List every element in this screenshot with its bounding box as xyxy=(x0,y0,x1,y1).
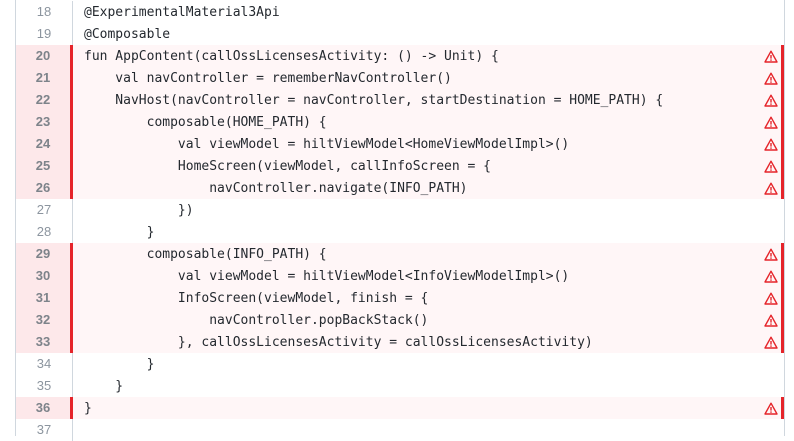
line-number[interactable]: 30 xyxy=(16,265,73,287)
uncovered-code-line: 26 navController.navigate(INFO_PATH) xyxy=(16,177,784,199)
line-number[interactable]: 26 xyxy=(16,177,73,199)
code-text: val viewModel = hiltViewModel<InfoViewMo… xyxy=(84,268,570,284)
coverage-gutter xyxy=(764,419,784,441)
line-number[interactable]: 33 xyxy=(16,331,73,353)
uncovered-code-line: 33 }, callOssLicensesActivity = callOssL… xyxy=(16,331,784,353)
code-text: val viewModel = hiltViewModel<HomeViewMo… xyxy=(84,136,570,152)
line-number[interactable]: 19 xyxy=(16,23,73,45)
warning-icon xyxy=(761,287,784,309)
uncovered-code-line: 24 val viewModel = hiltViewModel<HomeVie… xyxy=(16,133,784,155)
uncovered-code-line: 22 NavHost(navController = navController… xyxy=(16,89,784,111)
coverage-gutter xyxy=(764,23,784,45)
code-text: val navController = rememberNavControlle… xyxy=(84,70,452,86)
uncovered-code-line: 20 fun AppContent(callOssLicensesActivit… xyxy=(16,45,784,67)
uncovered-code-line: 36 } xyxy=(16,397,784,419)
line-number[interactable]: 22 xyxy=(16,89,73,111)
code-text: InfoScreen(viewModel, finish = { xyxy=(84,290,429,306)
warning-icon xyxy=(761,177,784,199)
line-number[interactable]: 27 xyxy=(16,199,73,221)
coverage-gutter xyxy=(764,353,784,375)
coverage-gutter xyxy=(764,1,784,23)
warning-icon xyxy=(761,243,784,265)
warning-icon xyxy=(761,265,784,287)
uncovered-code-line: 21 val navController = rememberNavContro… xyxy=(16,67,784,89)
coverage-gutter xyxy=(764,199,784,221)
uncovered-code-line: 30 val viewModel = hiltViewModel<InfoVie… xyxy=(16,265,784,287)
line-number[interactable]: 35 xyxy=(16,375,73,397)
line-number[interactable]: 29 xyxy=(16,243,73,265)
warning-icon xyxy=(761,89,784,111)
uncovered-code-line: 31 InfoScreen(viewModel, finish = { xyxy=(16,287,784,309)
code-line: 37 xyxy=(16,419,784,441)
code-line: 18 @ExperimentalMaterial3Api xyxy=(16,1,784,23)
warning-icon xyxy=(761,133,784,155)
code-text: composable(HOME_PATH) { xyxy=(84,114,327,130)
code-text: }) xyxy=(84,202,194,218)
code-text: composable(INFO_PATH) { xyxy=(84,246,327,262)
line-number[interactable]: 34 xyxy=(16,353,73,375)
coverage-gutter xyxy=(764,375,784,397)
code-line: 19 @Composable xyxy=(16,23,784,45)
line-number[interactable]: 20 xyxy=(16,45,73,67)
uncovered-code-line: 29 composable(INFO_PATH) { xyxy=(16,243,784,265)
line-number[interactable]: 24 xyxy=(16,133,73,155)
line-number[interactable]: 28 xyxy=(16,221,73,243)
coverage-gutter xyxy=(764,221,784,243)
code-text: NavHost(navController = navController, s… xyxy=(84,92,664,108)
code-text: @ExperimentalMaterial3Api xyxy=(84,4,280,20)
line-number[interactable]: 18 xyxy=(16,1,73,23)
line-number[interactable]: 21 xyxy=(16,67,73,89)
code-line: 34 } xyxy=(16,353,784,375)
warning-icon xyxy=(761,397,784,419)
line-number[interactable]: 37 xyxy=(16,419,73,441)
uncovered-code-line: 32 navController.popBackStack() xyxy=(16,309,784,331)
code-text: } xyxy=(84,224,155,240)
line-number[interactable]: 25 xyxy=(16,155,73,177)
code-text: } xyxy=(84,400,92,416)
warning-icon xyxy=(761,309,784,331)
code-text: navController.navigate(INFO_PATH) xyxy=(84,180,468,196)
code-text: navController.popBackStack() xyxy=(84,312,429,328)
uncovered-code-line: 25 HomeScreen(viewModel, callInfoScreen … xyxy=(16,155,784,177)
warning-icon xyxy=(761,67,784,89)
uncovered-code-line: 23 composable(HOME_PATH) { xyxy=(16,111,784,133)
warning-icon xyxy=(761,111,784,133)
coverage-code-viewer: 18 @ExperimentalMaterial3Api 19 @Composa… xyxy=(15,0,785,441)
line-number[interactable]: 36 xyxy=(16,397,73,419)
code-line: 27 }) xyxy=(16,199,784,221)
line-number[interactable]: 31 xyxy=(16,287,73,309)
code-text: }, callOssLicensesActivity = callOssLice… xyxy=(84,334,593,350)
code-text: } xyxy=(84,356,155,372)
code-line: 35 } xyxy=(16,375,784,397)
line-number[interactable]: 32 xyxy=(16,309,73,331)
warning-icon xyxy=(761,155,784,177)
code-text: fun AppContent(callOssLicensesActivity: … xyxy=(84,48,499,64)
code-text: } xyxy=(84,378,124,394)
warning-icon xyxy=(761,45,784,67)
warning-icon xyxy=(761,331,784,353)
code-text: HomeScreen(viewModel, callInfoScreen = { xyxy=(84,158,491,174)
code-line: 28 } xyxy=(16,221,784,243)
code-text: @Composable xyxy=(84,26,171,42)
line-number[interactable]: 23 xyxy=(16,111,73,133)
